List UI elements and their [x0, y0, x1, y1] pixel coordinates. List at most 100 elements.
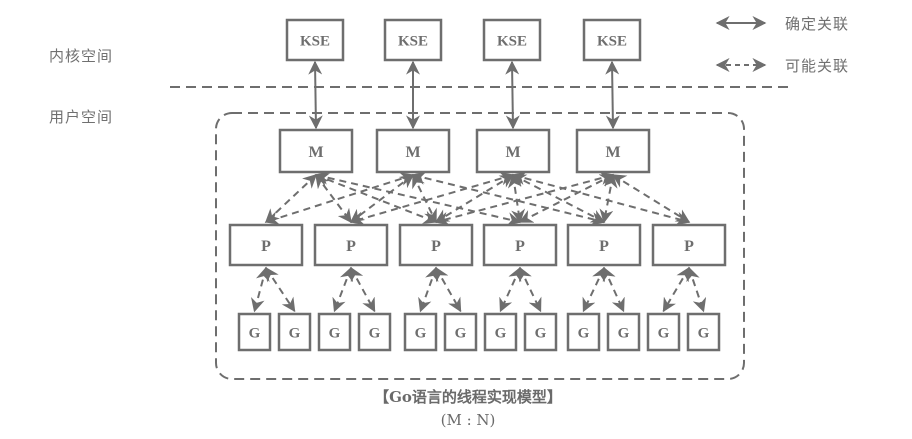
g-box [646, 312, 681, 352]
m-node: M [575, 128, 651, 174]
g-box [606, 312, 641, 352]
p-g-possible-edge [435, 266, 462, 313]
p-node: P [228, 223, 304, 267]
m-p-possible-edge [411, 171, 606, 226]
g-label: G [329, 325, 341, 341]
p-g-possible-edge [418, 266, 439, 313]
g-box [483, 312, 518, 352]
m-label: M [308, 144, 323, 161]
kse-box [482, 18, 542, 62]
m-label: M [405, 144, 420, 161]
g-box [317, 312, 352, 352]
kse-label: KSE [398, 33, 428, 49]
p-label: P [684, 238, 694, 255]
kse-box [582, 18, 642, 62]
p-box [566, 223, 642, 267]
g-label: G [578, 325, 590, 341]
m-p-possible-edge [434, 174, 515, 223]
g-label: G [415, 325, 427, 341]
diagram-caption-subtitle: (M : N) [440, 411, 496, 429]
g-node: G [317, 312, 352, 352]
g-node: G [686, 312, 721, 352]
kse-label: KSE [300, 33, 330, 49]
m-p-possible-edge [264, 174, 318, 223]
p-g-possible-edge [499, 266, 522, 313]
kernel-space-label: 内核空间 [49, 47, 114, 65]
user-space-container [215, 112, 745, 380]
g-node: G [606, 312, 641, 352]
m-node: M [375, 128, 451, 174]
kse-node: KSE [383, 18, 443, 62]
p-g-possible-edge [250, 266, 270, 313]
g-label: G [658, 325, 670, 341]
m-p-possible-edge [264, 172, 415, 225]
g-node: G [483, 312, 518, 352]
p-node: P [313, 223, 389, 267]
p-g-possible-edge [350, 266, 376, 313]
p-g-possible-edge [602, 266, 625, 313]
g-box [277, 312, 312, 352]
user-space-label: 用户空间 [49, 108, 114, 126]
p-box [228, 223, 304, 267]
diagram-caption-title: 【Go语言的线程实现模型】 [374, 388, 562, 406]
kse-m-definite-edge [308, 60, 323, 130]
g-label: G [289, 325, 301, 341]
m-box [375, 128, 451, 174]
p-node: P [398, 223, 474, 267]
p-g-possible-edge [662, 266, 690, 313]
kse-label: KSE [497, 33, 527, 49]
g-node: G [357, 312, 392, 352]
m-p-possible-edge [518, 174, 615, 223]
m-box [278, 128, 354, 174]
p-label: P [261, 238, 271, 255]
p-g-possible-edge [332, 266, 354, 313]
m-p-possible-edge [507, 173, 526, 224]
p-g-possible-edge [582, 266, 605, 313]
g-box [357, 312, 392, 352]
p-box [482, 223, 558, 267]
g-box [237, 312, 272, 352]
g-node: G [403, 312, 438, 352]
kse-box [285, 18, 345, 62]
kse-node: KSE [482, 18, 542, 62]
p-box [313, 223, 389, 267]
g-node: G [277, 312, 312, 352]
g-label: G [369, 325, 381, 341]
p-g-possible-edge [686, 266, 707, 313]
kse-node: KSE [582, 18, 642, 62]
kse-node: KSE [285, 18, 345, 62]
g-label: G [618, 325, 630, 341]
m-label: M [505, 144, 520, 161]
g-box [686, 312, 721, 352]
g-label: G [455, 325, 467, 341]
g-node: G [523, 312, 558, 352]
m-node: M [278, 128, 354, 174]
kse-label: KSE [597, 33, 627, 49]
p-node: P [482, 223, 558, 267]
p-g-possible-edge [265, 266, 296, 313]
p-label: P [599, 238, 609, 255]
p-node: P [566, 223, 642, 267]
m-node: M [475, 128, 551, 174]
g-box [403, 312, 438, 352]
m-label: M [605, 144, 620, 161]
p-label: P [515, 238, 525, 255]
legend-definite-label: 确定关联 [785, 15, 850, 33]
g-node: G [237, 312, 272, 352]
g-label: G [495, 325, 507, 341]
g-box [523, 312, 558, 352]
g-box [566, 312, 601, 352]
p-g-possible-edge [519, 266, 542, 313]
g-node: G [443, 312, 478, 352]
g-label: G [535, 325, 547, 341]
kse-m-definite-edge [505, 60, 520, 130]
g-node: G [566, 312, 601, 352]
m-box [475, 128, 551, 174]
m-box [575, 128, 651, 174]
p-label: P [431, 238, 441, 255]
kse-m-definite-edge [605, 60, 620, 130]
p-node: P [651, 223, 727, 267]
kse-box [383, 18, 443, 62]
g-node: G [646, 312, 681, 352]
